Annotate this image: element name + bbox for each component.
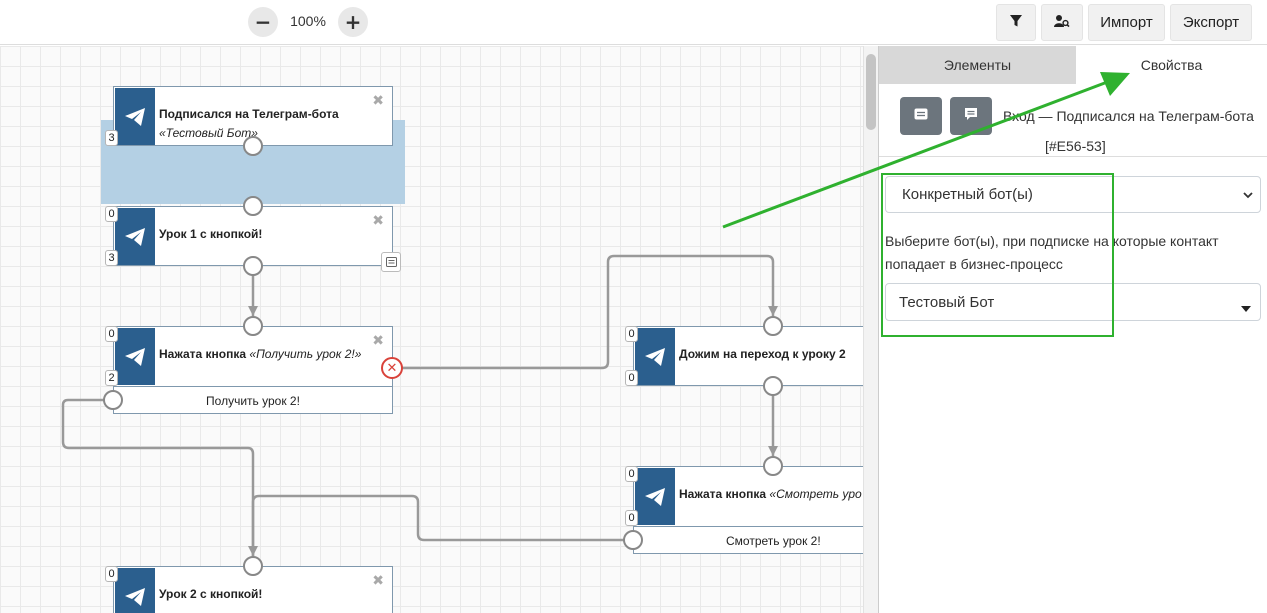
comment-icon[interactable]	[381, 252, 401, 272]
zoom-in-button[interactable]: +	[338, 7, 368, 37]
zoom-level: 100%	[290, 13, 326, 29]
telegram-icon	[115, 88, 155, 145]
bot-select[interactable]: Тестовый Бот	[885, 283, 1261, 321]
node-title: Дожим на переход к уроку 2	[679, 347, 846, 361]
node-title-text: Нажата кнопка	[159, 347, 247, 361]
element-id: [#E56-53]	[1045, 138, 1106, 154]
export-button[interactable]: Экспорт	[1170, 4, 1252, 41]
node-title: Урок 2 с кнопкой!	[159, 587, 263, 601]
node-button-pressed-lesson2[interactable]: Нажата кнопка «Получить урок 2!» ✖ Получ…	[113, 326, 393, 414]
user-search-icon	[1054, 14, 1070, 32]
count-badge-out: 0	[625, 370, 638, 386]
tab-elements[interactable]: Элементы	[879, 46, 1076, 84]
caret-down-icon	[1241, 299, 1251, 316]
message-icon	[914, 107, 928, 125]
close-icon[interactable]: ✖	[372, 573, 384, 589]
telegram-icon	[635, 468, 675, 525]
arrow-head	[248, 546, 258, 556]
count-badge-in: 0	[105, 206, 118, 222]
filter-icon	[1009, 14, 1023, 32]
telegram-icon	[635, 328, 675, 385]
node-entry-subscribed[interactable]: Подписался на Телеграм-бота «Тестовый Бо…	[113, 86, 393, 146]
top-toolbar: − 100% + Импорт Экспорт	[0, 0, 1267, 45]
telegram-icon	[115, 208, 155, 265]
help-text: Выберите бот(ы), при подписке на которые…	[885, 233, 1219, 272]
close-icon[interactable]: ✖	[372, 93, 384, 109]
telegram-icon	[115, 568, 155, 613]
element-title: Вход — Подписался на Телеграм-бота	[1003, 108, 1254, 124]
canvas-scrollbar[interactable]	[863, 46, 878, 613]
import-button[interactable]: Импорт	[1088, 4, 1165, 41]
chevron-down-icon	[1242, 188, 1254, 205]
annotation-highlight-box	[881, 173, 1114, 337]
node-reminder-lesson2[interactable]: Дожим на переход к уроку 2	[633, 326, 863, 386]
count-badge-in: 0	[105, 326, 118, 342]
connection-n3-n6	[61, 398, 255, 556]
close-icon[interactable]: ✖	[372, 213, 384, 229]
button-output-port[interactable]	[103, 390, 123, 410]
node-title: Нажата кнопка «Получить урок 2!»	[159, 347, 361, 361]
node-button-pressed-watch[interactable]: Нажата кнопка «Смотреть уро Смотреть уро…	[633, 466, 863, 554]
input-port[interactable]	[243, 196, 263, 216]
arrow-head	[248, 306, 258, 316]
node-button-row: Получить урок 2!	[114, 386, 392, 414]
arrow-head	[768, 306, 778, 316]
output-port[interactable]	[243, 256, 263, 276]
node-title: Нажата кнопка «Смотреть уро	[679, 487, 862, 501]
connection-n5-n6	[251, 494, 633, 556]
count-badge-out: 3	[105, 130, 118, 146]
tab-properties[interactable]: Свойства	[1076, 46, 1267, 84]
zoom-out-button[interactable]: −	[248, 7, 278, 37]
node-subtitle: «Тестовый Бот»	[159, 126, 258, 140]
node-title: Урок 1 с кнопкой!	[159, 227, 263, 241]
filter-button[interactable]	[996, 4, 1036, 41]
connections	[61, 155, 778, 556]
close-icon[interactable]: ✖	[372, 333, 384, 349]
timeout-error-icon[interactable]: ✕	[381, 357, 403, 379]
input-port[interactable]	[243, 556, 263, 576]
count-badge-out: 0	[625, 510, 638, 526]
node-title-param: «Получить урок 2!»	[249, 347, 362, 361]
find-contact-button[interactable]	[1041, 4, 1083, 41]
message-button[interactable]	[900, 97, 942, 135]
count-badge-out: 3	[105, 250, 118, 266]
connection-n3-n4	[392, 254, 775, 370]
count-badge-in: 0	[105, 566, 118, 582]
telegram-icon	[115, 328, 155, 385]
node-button-row: Смотреть урок 2!	[634, 526, 863, 554]
input-port[interactable]	[763, 316, 783, 336]
scrollbar-thumb[interactable]	[866, 54, 876, 130]
comment-button[interactable]	[950, 97, 992, 135]
input-port[interactable]	[763, 456, 783, 476]
count-badge-out: 2	[105, 370, 118, 386]
divider	[879, 156, 1267, 157]
select-value: Тестовый Бот	[899, 293, 995, 311]
output-port[interactable]	[763, 376, 783, 396]
output-port[interactable]	[243, 136, 263, 156]
count-badge-in: 0	[625, 326, 638, 342]
input-port[interactable]	[243, 316, 263, 336]
node-title-text: Нажата кнопка	[679, 487, 767, 501]
count-badge-in: 0	[625, 466, 638, 482]
button-output-port[interactable]	[623, 530, 643, 550]
arrow-head	[768, 446, 778, 456]
flow-canvas[interactable]: Подписался на Телеграм-бота «Тестовый Бо…	[0, 46, 863, 613]
node-title: Подписался на Телеграм-бота	[159, 107, 339, 121]
comment-icon	[964, 107, 978, 126]
node-title-param: «Смотреть уро	[769, 487, 862, 501]
